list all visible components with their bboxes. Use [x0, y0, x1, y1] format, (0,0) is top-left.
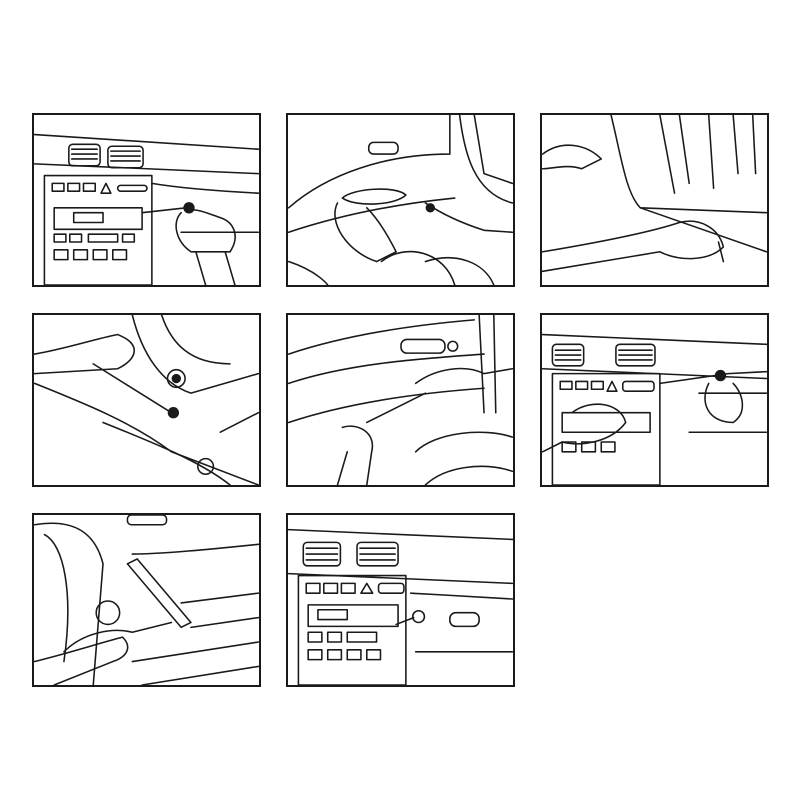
pry-tool	[659, 370, 767, 385]
dashboard-trim-pry-illustration	[542, 333, 767, 485]
pry-tool	[141, 207, 187, 214]
step-2-panel	[286, 113, 515, 287]
armrest	[341, 188, 407, 205]
door-trim-pry-illustration	[288, 315, 513, 485]
door-seal-pry-illustration	[542, 115, 767, 273]
radio-unit	[53, 207, 143, 231]
door-handle	[400, 338, 446, 354]
step-4-panel	[32, 313, 261, 487]
radio-unit	[307, 604, 399, 628]
door-panel-clip-illustration	[34, 315, 259, 485]
door-handle-pry-illustration	[288, 115, 513, 285]
air-vent	[68, 143, 101, 167]
dashboard-radio-pry-illustration	[34, 133, 259, 285]
air-vent	[107, 145, 144, 169]
pry-tool	[395, 616, 415, 626]
step-6-panel	[540, 313, 769, 487]
step-3-panel	[540, 113, 769, 287]
air-vent	[302, 541, 342, 567]
pry-tool	[366, 392, 427, 424]
step-5-panel	[286, 313, 515, 487]
door-handle	[367, 141, 399, 155]
pry-tool	[92, 363, 173, 414]
air-vent	[551, 343, 585, 367]
dashboard-radio-removal-illustration	[288, 528, 513, 685]
step-8-panel	[286, 513, 515, 687]
pry-tool	[63, 621, 173, 653]
door-pull-handle	[126, 558, 192, 629]
step-1-panel	[32, 113, 261, 287]
step-7-panel	[32, 513, 261, 687]
radio-unit	[561, 411, 651, 434]
air-vent	[356, 541, 399, 567]
pry-tool	[639, 207, 767, 253]
door-armrest-pry-illustration	[34, 515, 259, 685]
air-vent	[615, 343, 656, 367]
